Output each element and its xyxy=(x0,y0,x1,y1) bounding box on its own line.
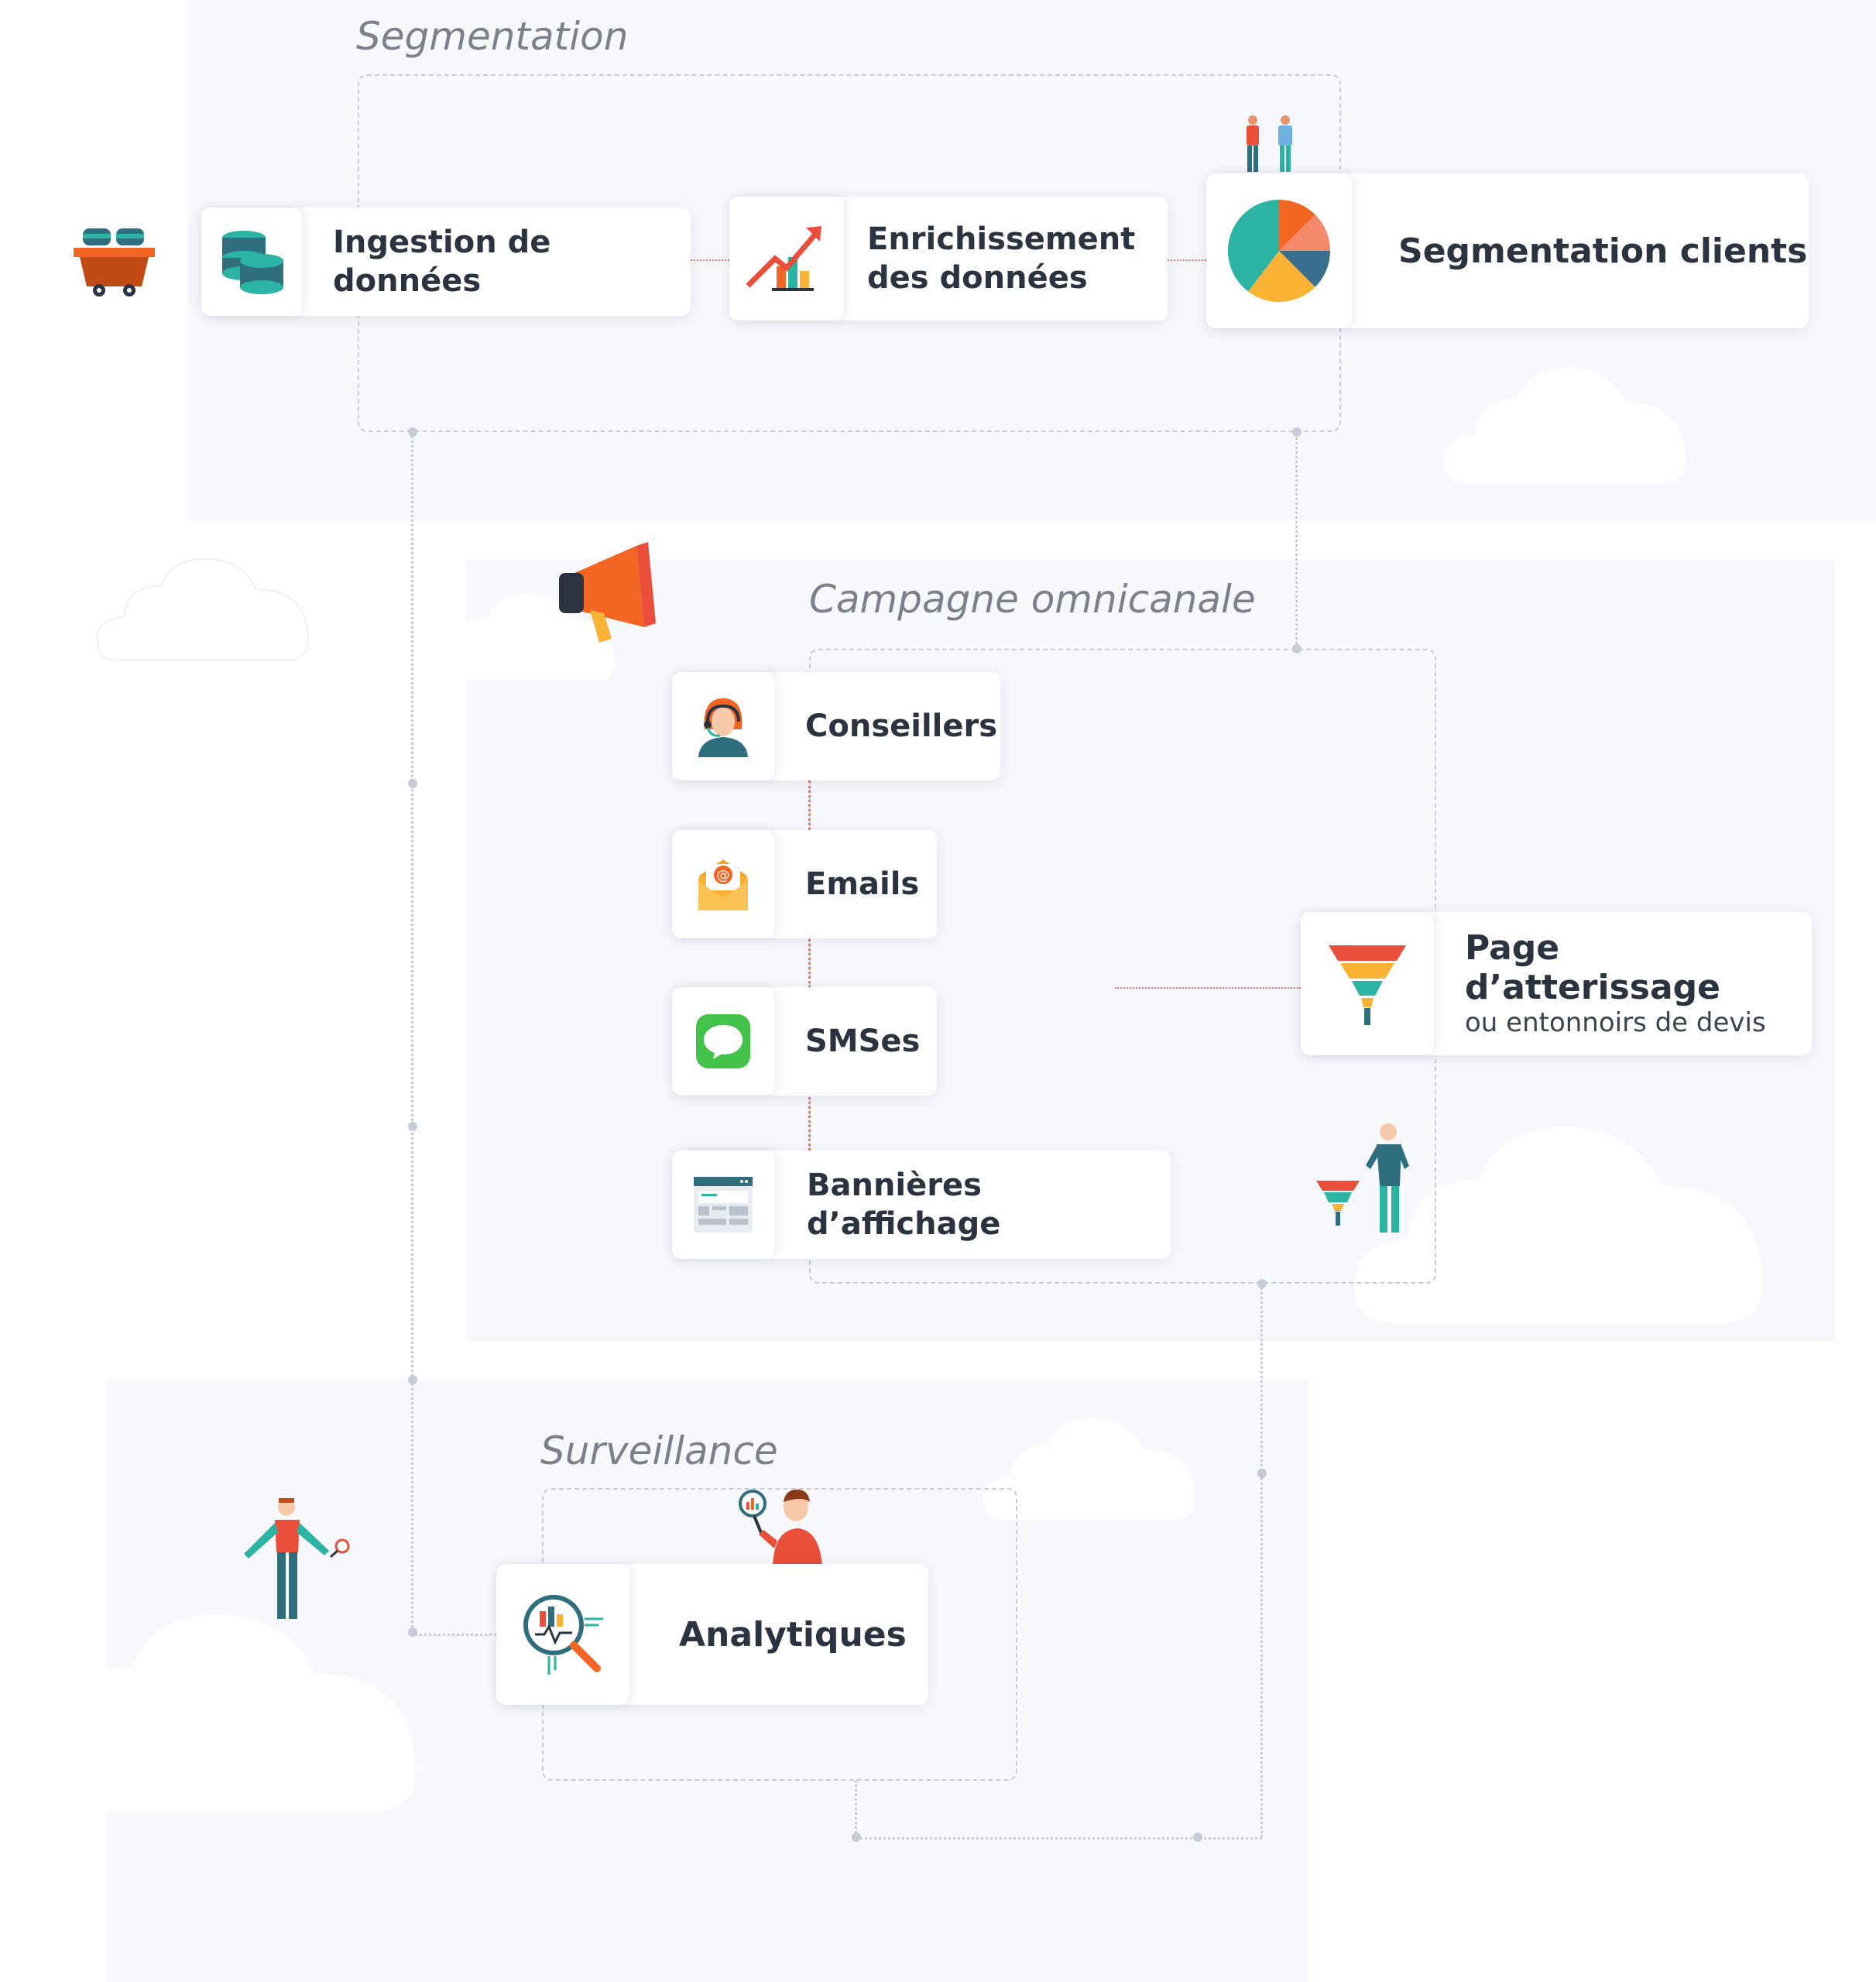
card-bannieres[interactable]: Bannières d’affichage xyxy=(672,1150,1171,1259)
cloud-decoration xyxy=(983,1418,1195,1521)
analytics-magnifier-icon xyxy=(523,1595,603,1675)
cloud-decoration xyxy=(1355,1126,1763,1324)
connector-dot xyxy=(852,1833,861,1842)
connector-dot xyxy=(1292,644,1302,653)
person-with-magnifier-icon xyxy=(244,1498,350,1619)
card-label: Analytiques xyxy=(679,1614,907,1655)
card-label: SMSes xyxy=(805,1024,921,1059)
cloud-decoration xyxy=(97,557,309,661)
display-banner-icon xyxy=(694,1177,753,1233)
funnel-icon xyxy=(1329,945,1406,1025)
card-label: Emails xyxy=(805,866,920,902)
flow-channels-vertical xyxy=(808,780,811,1150)
flow-to-landing xyxy=(1115,987,1301,989)
svg-text:@: @ xyxy=(717,868,730,883)
mine-cart-icon xyxy=(74,228,155,297)
megaphone-icon xyxy=(559,542,656,643)
card-label-line: des données xyxy=(867,260,1088,296)
connector-surveillance-down xyxy=(855,1781,857,1837)
card-label: Ingestion de données xyxy=(333,225,551,299)
connector-dot xyxy=(408,427,417,437)
section-title-segmentation: Segmentation xyxy=(356,14,629,59)
connector-dot xyxy=(1257,1279,1267,1288)
connector-right-vertical xyxy=(1295,432,1298,649)
connector-to-analytiques xyxy=(411,1634,496,1636)
cloud-decoration xyxy=(8,1614,416,1812)
card-label: Page d’atterissage ou entonnoirs de devi… xyxy=(1465,928,1812,1038)
connector-dot xyxy=(1292,427,1302,437)
card-landing-page[interactable]: Page d’atterissage ou entonnoirs de devi… xyxy=(1301,912,1812,1055)
card-label-line: Enrichissement xyxy=(867,221,1136,257)
card-conseillers[interactable]: Conseillers xyxy=(672,672,1000,780)
card-enrichissement[interactable]: Enrichissement des données xyxy=(729,197,1168,321)
card-label: Enrichissement des données xyxy=(867,220,1135,297)
connector-left-vertical xyxy=(411,432,413,1632)
flow-enrichissement-to-segmentation xyxy=(1168,259,1206,261)
card-segmentation-clients[interactable]: Segmentation clients xyxy=(1206,173,1809,328)
people-icon xyxy=(1247,115,1292,172)
cloud-decoration xyxy=(1444,368,1686,484)
card-label: Conseillers xyxy=(805,708,998,744)
sms-bubble-icon xyxy=(696,1014,750,1068)
person-with-funnel-icon xyxy=(1316,1123,1409,1233)
connector-campagne-down xyxy=(1260,1284,1263,1837)
card-ingestion[interactable]: Ingestion de données xyxy=(201,207,691,316)
pie-chart-icon xyxy=(1227,199,1330,303)
card-emails[interactable]: @ Emails xyxy=(672,830,937,938)
connector-bottom xyxy=(855,1837,1262,1840)
card-smses[interactable]: SMSes xyxy=(672,987,937,1096)
card-analytiques[interactable]: Analytiques xyxy=(496,1564,928,1705)
card-label-title: Page d’atterissage xyxy=(1465,928,1720,1007)
connector-dot xyxy=(408,1375,417,1384)
flow-ingestion-to-enrichissement xyxy=(691,259,729,261)
analyst-person-icon xyxy=(739,1490,822,1565)
connector-dot xyxy=(1193,1833,1202,1842)
card-label-subtitle: ou entonnoirs de devis xyxy=(1465,1006,1766,1038)
connector-dot xyxy=(1257,1469,1267,1478)
section-title-campagne: Campagne omnicanale xyxy=(809,577,1256,622)
section-title-surveillance: Surveillance xyxy=(540,1428,778,1473)
cloud-decoration xyxy=(434,593,615,681)
connector-dot xyxy=(408,1627,417,1637)
card-label: Segmentation clients xyxy=(1398,231,1808,271)
email-envelope-icon: @ xyxy=(698,859,748,910)
advisor-headset-icon xyxy=(698,698,748,757)
growth-chart-icon xyxy=(746,226,821,291)
database-icon xyxy=(222,231,283,294)
connector-dot xyxy=(408,779,417,788)
card-label: Bannières d’affichage xyxy=(807,1168,1001,1242)
connector-dot xyxy=(408,1122,417,1131)
